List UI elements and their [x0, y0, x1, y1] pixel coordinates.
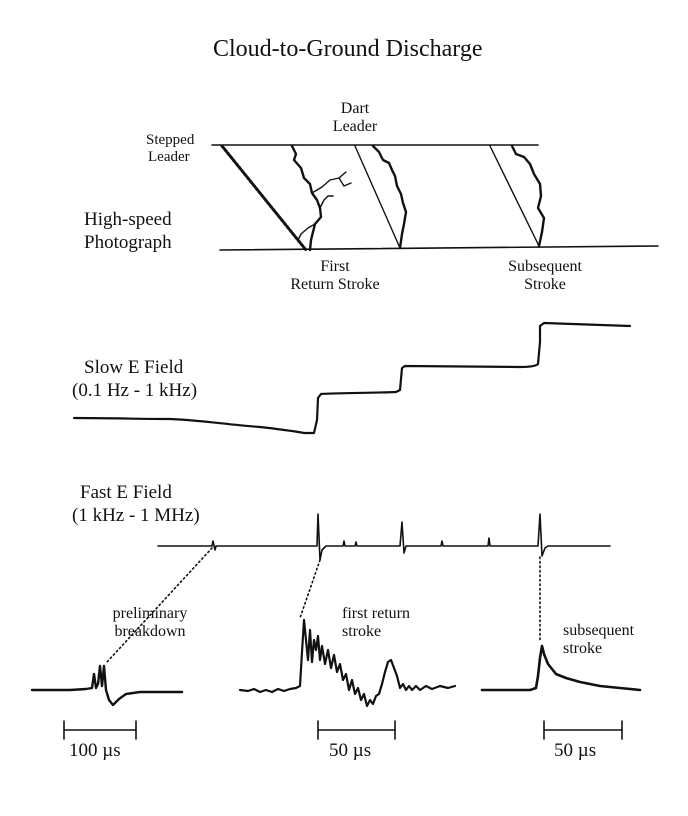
dart-leader-label: Dart Leader [320, 100, 390, 137]
photograph-line1: High-speed [84, 209, 172, 230]
photograph-line2: Photograph [84, 231, 172, 253]
zoom-connector-first-return [299, 559, 321, 619]
photograph-label: High-speed Photograph [84, 209, 172, 255]
slow-e-field-trace [72, 321, 632, 435]
slow-field-line2: (0.1 Hz - 1 kHz) [72, 379, 198, 401]
diagram-title: Cloud-to-Ground Discharge [213, 36, 483, 62]
first-return-line2: Return Stroke [290, 276, 380, 294]
zoom-waveform-subsequent [480, 644, 642, 692]
subsequent-stroke-channel [510, 144, 546, 248]
fast-e-field-trace [157, 513, 611, 561]
zoom-waveform-first-return [238, 618, 457, 708]
second-stroke-channel [371, 144, 408, 250]
first-return-label: First Return Stroke [270, 258, 400, 295]
zoom-caption-preliminary-line2: breakdown [114, 623, 186, 641]
scale-label-50us-first: 50 µs [329, 740, 372, 761]
zoom-caption-first-return-line1: first return [342, 605, 410, 622]
ground-line [219, 245, 659, 251]
zoom-caption-first-return: first return stroke [342, 605, 410, 642]
stepped-leader-path [220, 144, 308, 252]
zoom-caption-subsequent-line1: subsequent [563, 622, 635, 639]
slow-field-label: Slow E Field (0.1 Hz - 1 kHz) [72, 357, 197, 403]
dart-leader-line1: Dart [340, 100, 370, 117]
stepped-leader-line1: Stepped [146, 132, 195, 148]
zoom-caption-preliminary: preliminary breakdown [95, 605, 205, 642]
scale-bar-100us [63, 720, 137, 740]
first-return-channel [290, 144, 323, 252]
dart-leader-line2: Leader [332, 118, 378, 136]
subsequent-label: Subsequent Stroke [490, 258, 600, 295]
scale-label-50us-subsequent: 50 µs [554, 740, 597, 761]
zoom-caption-subsequent-line2: stroke [563, 640, 603, 658]
first-return-line1: First [320, 258, 350, 275]
subsequent-line1: Subsequent [508, 258, 582, 275]
dart-leader-line [354, 145, 401, 249]
zoom-caption-preliminary-line1: preliminary [112, 605, 188, 622]
fast-field-line1: Fast E Field [80, 482, 172, 503]
subsequent-dart-line [489, 145, 540, 247]
slow-field-line1: Slow E Field [84, 357, 184, 378]
scale-bar-50us-subsequent [543, 720, 623, 740]
first-return-branch-3 [297, 223, 316, 241]
zoom-waveform-preliminary [30, 664, 184, 707]
fast-field-label: Fast E Field (1 kHz - 1 MHz) [72, 482, 200, 528]
scale-label-100us: 100 µs [69, 740, 121, 761]
zoom-connector-preliminary [106, 547, 213, 663]
subsequent-line2: Stroke [524, 276, 566, 294]
first-return-branch-2 [319, 195, 334, 209]
stepped-leader-line2: Leader [148, 149, 190, 166]
scale-bar-50us-first [317, 720, 396, 740]
zoom-caption-subsequent: subsequent stroke [563, 622, 634, 659]
first-return-branch-1 [311, 171, 352, 194]
fast-field-line2: (1 kHz - 1 MHz) [72, 504, 200, 526]
stepped-leader-label: Stepped Leader [146, 132, 194, 167]
zoom-caption-first-return-line2: stroke [342, 623, 382, 641]
